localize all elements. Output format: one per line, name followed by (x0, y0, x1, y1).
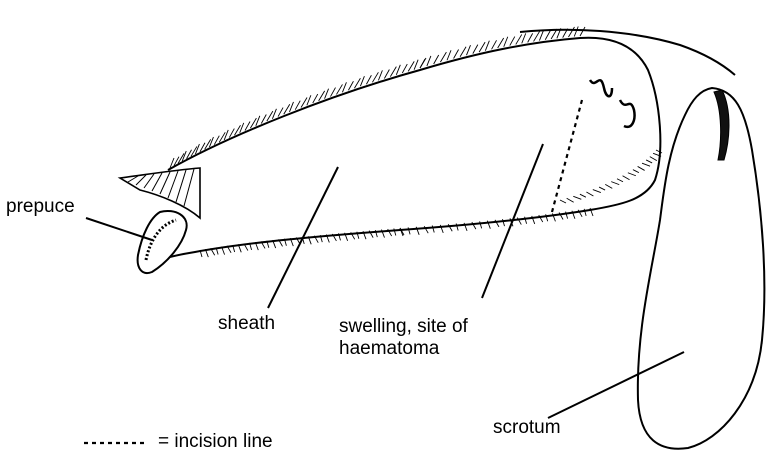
hair-stroke (485, 41, 489, 51)
hair-stroke (378, 70, 382, 80)
hair-stroke (498, 38, 504, 48)
label-swelling-line1: swelling, site of (339, 315, 468, 338)
label-prepuce: prepuce (6, 195, 75, 218)
hair-stroke (539, 31, 543, 41)
hair-stroke (267, 111, 273, 121)
hair-stroke (427, 56, 431, 66)
hair-stroke (307, 95, 311, 105)
hair-stroke (372, 72, 378, 82)
hair-stroke (454, 49, 459, 58)
hair-stroke (240, 123, 244, 133)
hair-stroke (319, 91, 325, 101)
hair-stroke (528, 33, 533, 42)
hair-stroke (447, 50, 451, 60)
hair-stroke (278, 108, 283, 117)
hair-stroke (360, 76, 364, 86)
hair-stroke (366, 75, 371, 84)
hair-stroke (256, 116, 260, 126)
hair-stroke (460, 47, 466, 57)
hair-stroke (384, 70, 389, 79)
hair-stroke (289, 102, 293, 112)
hair-stroke (348, 81, 353, 90)
hair-stroke (245, 122, 250, 131)
hair-stroke (522, 33, 526, 43)
hair-stroke (390, 67, 396, 77)
hair-stroke (492, 40, 497, 49)
hair-stroke (516, 34, 522, 44)
hair-stroke (479, 42, 485, 52)
leader-prepuce (86, 218, 152, 240)
hair-stroke (414, 60, 418, 70)
hair-stroke (574, 26, 578, 36)
prepuce-outline (138, 211, 187, 273)
label-sheath: sheath (218, 312, 275, 335)
hair-stroke (402, 64, 407, 73)
hair-stroke (473, 45, 478, 54)
label-swelling-line2: haematoma (339, 337, 439, 360)
hair-stroke (331, 88, 336, 97)
hair-stroke (408, 61, 414, 71)
hair-stroke (580, 27, 585, 36)
hair-stroke (545, 31, 550, 40)
hair-stroke (440, 52, 446, 62)
hair-stroke (354, 78, 360, 88)
hair-stroke (342, 82, 346, 92)
hair-stroke (396, 65, 400, 75)
hair-stroke (336, 84, 342, 94)
hair-stroke (261, 114, 266, 123)
hair-stroke (420, 58, 426, 68)
legend-incision-label: = incision line (158, 430, 273, 453)
hair-stroke (295, 101, 300, 110)
hair-stroke (466, 45, 470, 55)
hair-stroke (325, 89, 329, 99)
hair-stroke (301, 97, 307, 107)
hair-stroke (504, 37, 508, 47)
hair-stroke (434, 55, 439, 64)
hair-stroke (209, 137, 213, 147)
hair-stroke (272, 109, 276, 119)
hair-stroke (224, 130, 228, 140)
hair-stroke (568, 27, 574, 37)
hair-stroke (284, 104, 290, 114)
hair-stroke (313, 94, 318, 103)
hair-stroke (510, 37, 515, 46)
label-scrotum: scrotum (493, 416, 561, 439)
hair-stroke (534, 31, 540, 41)
